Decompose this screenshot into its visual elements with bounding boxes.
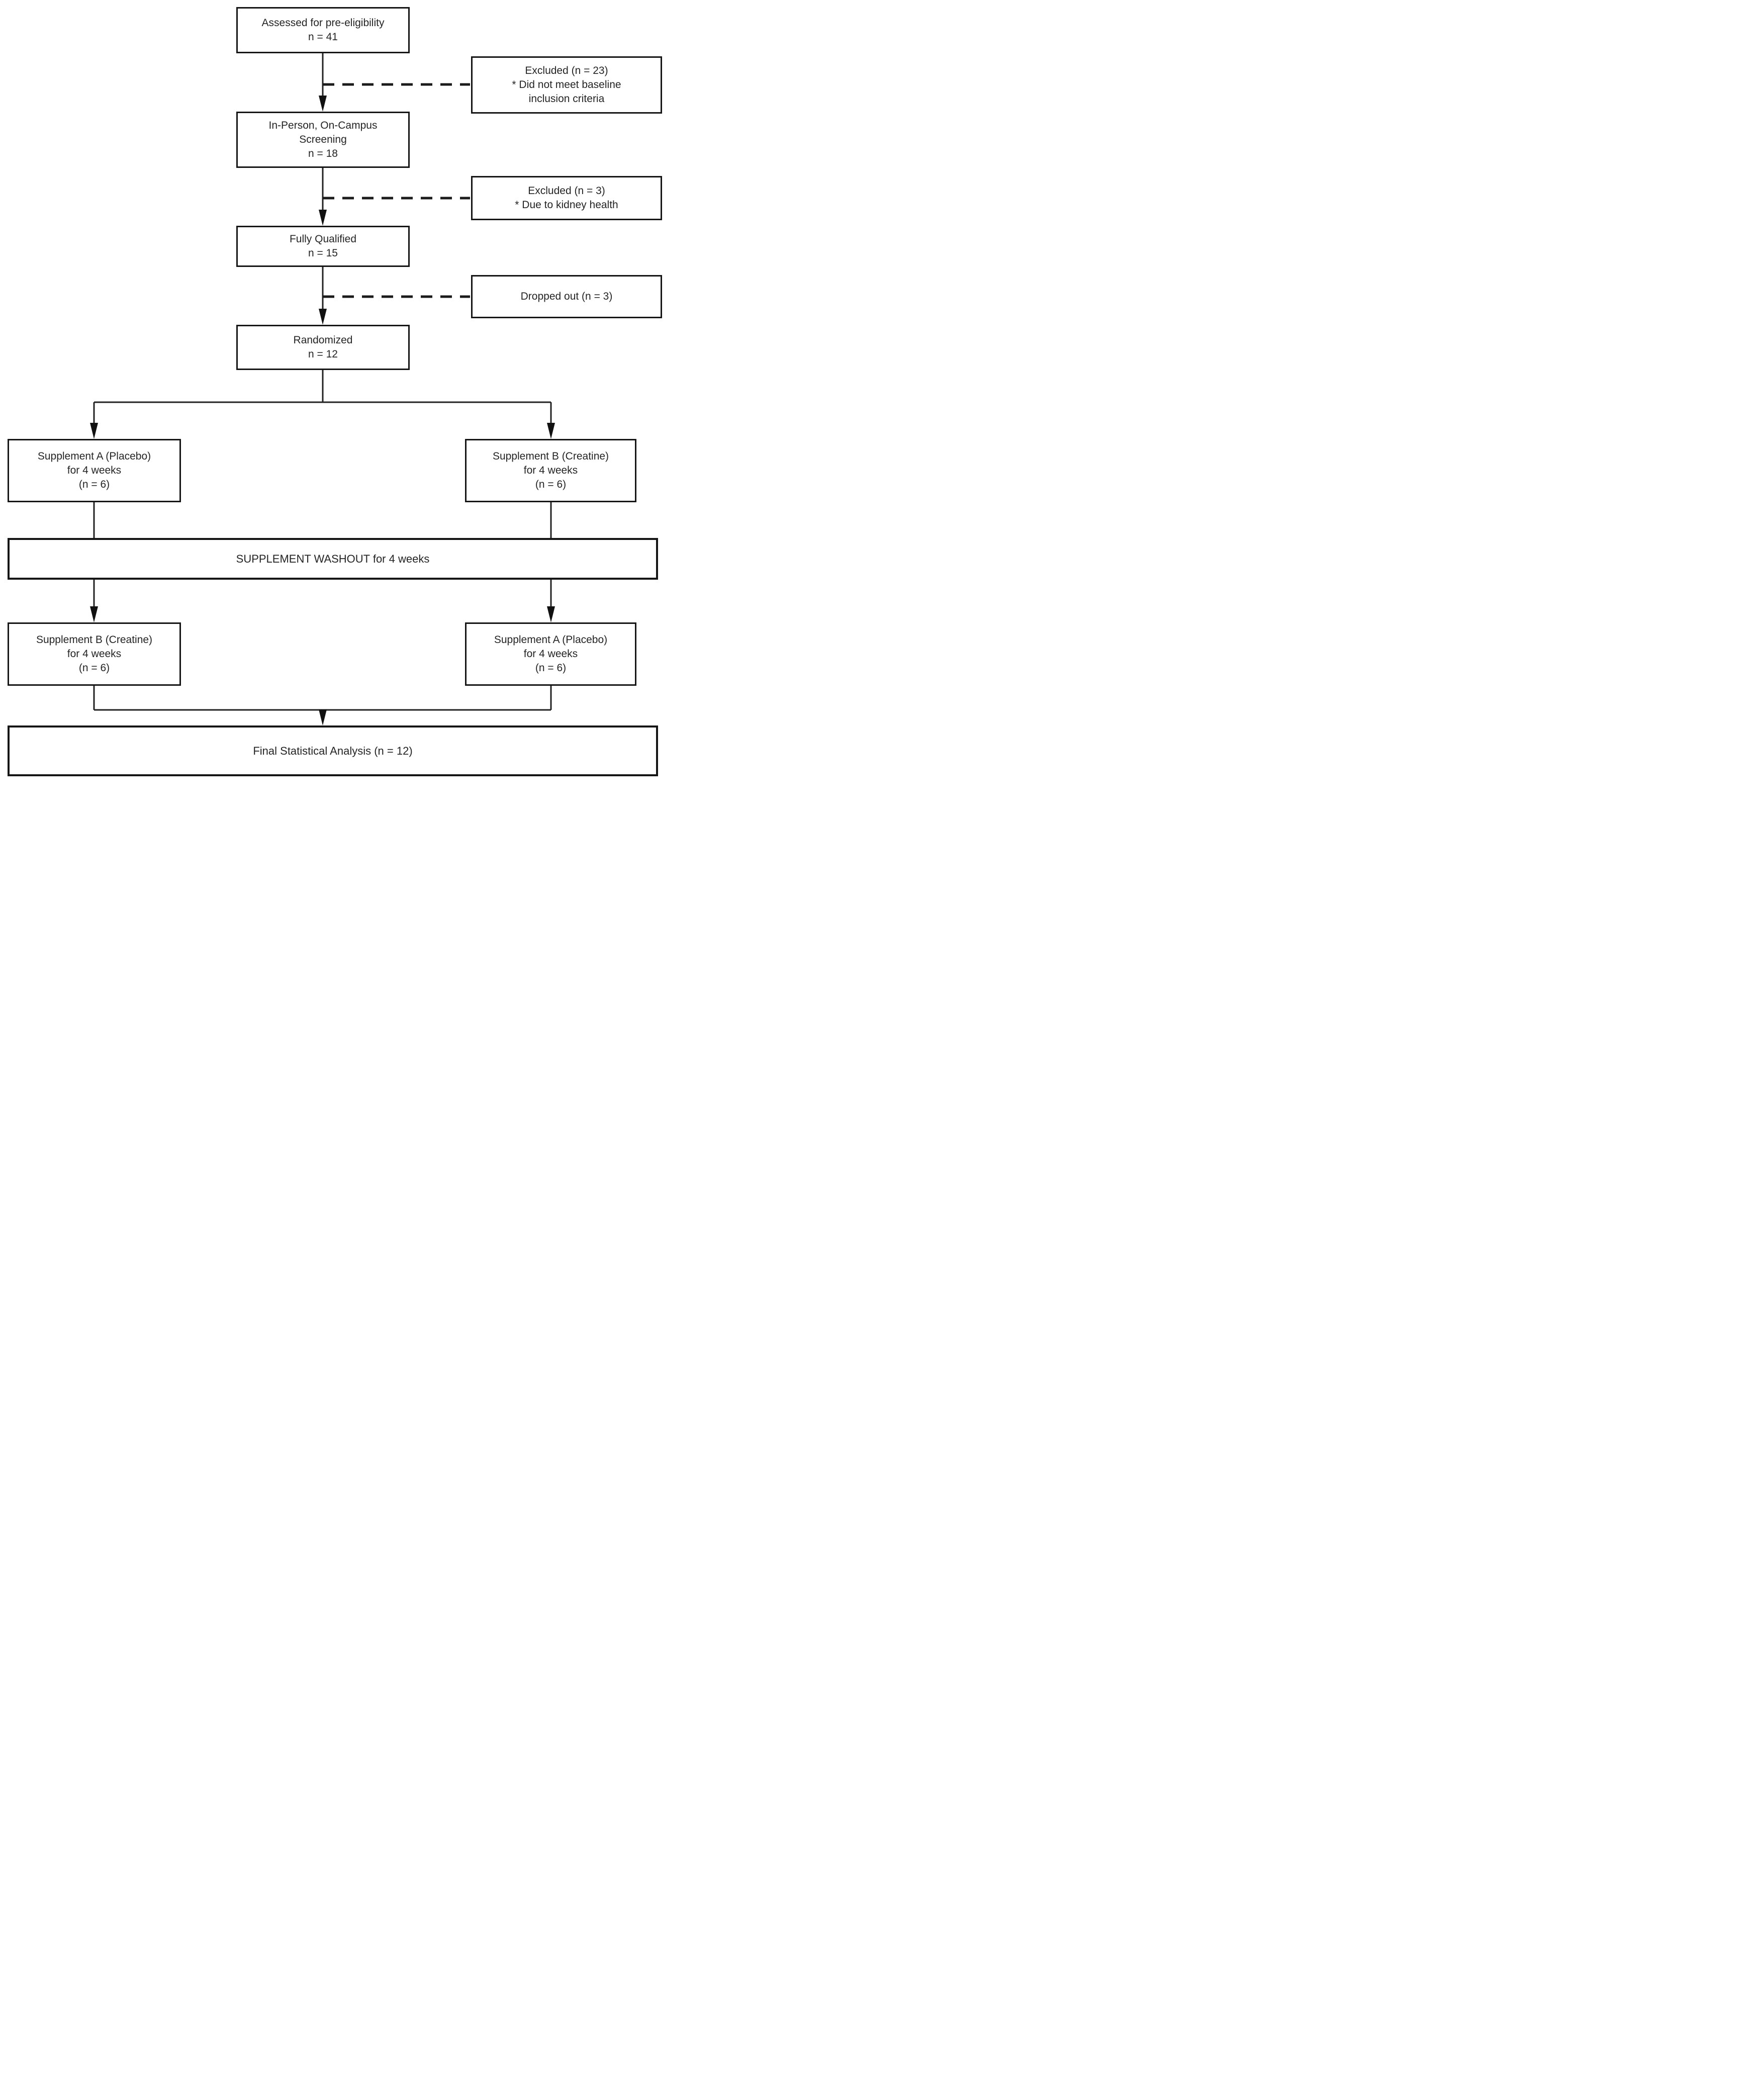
- node-screening-count: n = 18: [308, 148, 338, 159]
- node-screening: In-Person, On-Campus Screening n = 18: [236, 112, 410, 168]
- node-excluded-kidney: Excluded (n = 3) * Due to kidney health: [471, 176, 662, 220]
- arrowhead-final: [319, 709, 327, 725]
- node-excluded-baseline-reason2: inclusion criteria: [528, 93, 605, 105]
- node-arm-a-first-duration: for 4 weeks: [67, 465, 122, 476]
- node-final-analysis: Final Statistical Analysis (n = 12): [8, 725, 658, 776]
- node-arm-a-second-count: (n = 6): [535, 662, 567, 674]
- node-final-analysis-line: Final Statistical Analysis (n = 12): [253, 744, 413, 757]
- node-arm-b-second-count: (n = 6): [78, 662, 110, 674]
- node-screening-line: In-Person, On-Campus: [268, 120, 378, 131]
- node-arm-b-first: Supplement B (Creatine) for 4 weeks (n =…: [465, 439, 636, 502]
- node-arm-a-second-duration: for 4 weeks: [523, 648, 578, 660]
- node-arm-b-second-duration: for 4 weeks: [67, 648, 122, 660]
- flow-connectors: [90, 53, 555, 725]
- node-arm-a-second: Supplement A (Placebo) for 4 weeks (n = …: [465, 622, 636, 686]
- node-arm-a-second-line: Supplement A (Placebo): [494, 634, 608, 646]
- node-randomized-count: n = 12: [308, 348, 338, 360]
- node-washout: SUPPLEMENT WASHOUT for 4 weeks: [8, 538, 658, 580]
- node-arm-b-first-line: Supplement B (Creatine): [492, 450, 609, 462]
- arrowhead-arm-b-second: [90, 606, 98, 622]
- node-assessed-count: n = 41: [308, 31, 338, 43]
- node-dropped-out-line: Dropped out (n = 3): [520, 291, 613, 302]
- node-assessed-line: Assessed for pre-eligibility: [261, 17, 385, 29]
- node-fully-qualified-line: Fully Qualified: [289, 233, 357, 245]
- node-excluded-baseline-line: Excluded (n = 23): [525, 65, 608, 76]
- arrowhead-arm-a-first: [90, 423, 98, 439]
- arrowhead-arm-a-second: [547, 606, 555, 622]
- node-washout-line: SUPPLEMENT WASHOUT for 4 weeks: [236, 552, 430, 565]
- node-dropped-out: Dropped out (n = 3): [471, 275, 662, 318]
- arrowhead-arm-b-first: [547, 423, 555, 439]
- node-arm-b-first-duration: for 4 weeks: [523, 465, 578, 476]
- node-arm-b-second: Supplement B (Creatine) for 4 weeks (n =…: [8, 622, 181, 686]
- flow-diagram: Assessed for pre-eligibility n = 41 Excl…: [0, 0, 664, 786]
- node-arm-b-second-line: Supplement B (Creatine): [36, 634, 153, 646]
- node-excluded-baseline: Excluded (n = 23) * Did not meet baselin…: [471, 56, 662, 114]
- node-randomized: Randomized n = 12: [236, 325, 410, 370]
- node-fully-qualified-count: n = 15: [308, 247, 338, 259]
- node-fully-qualified: Fully Qualified n = 15: [236, 226, 410, 267]
- node-screening-line2: Screening: [299, 134, 347, 145]
- node-arm-a-first-line: Supplement A (Placebo): [37, 450, 151, 462]
- node-arm-b-first-count: (n = 6): [535, 479, 567, 490]
- node-excluded-kidney-reason: * Due to kidney health: [515, 199, 618, 211]
- arrowhead-randomized: [319, 309, 327, 325]
- node-randomized-line: Randomized: [293, 334, 353, 346]
- arrowhead-screening: [319, 96, 327, 112]
- node-arm-a-first: Supplement A (Placebo) for 4 weeks (n = …: [8, 439, 181, 502]
- node-arm-a-first-count: (n = 6): [78, 479, 110, 490]
- node-excluded-baseline-reason: * Did not meet baseline: [512, 79, 621, 90]
- node-assessed: Assessed for pre-eligibility n = 41: [236, 7, 410, 53]
- node-excluded-kidney-line: Excluded (n = 3): [528, 185, 605, 197]
- arrowhead-qualified: [319, 210, 327, 226]
